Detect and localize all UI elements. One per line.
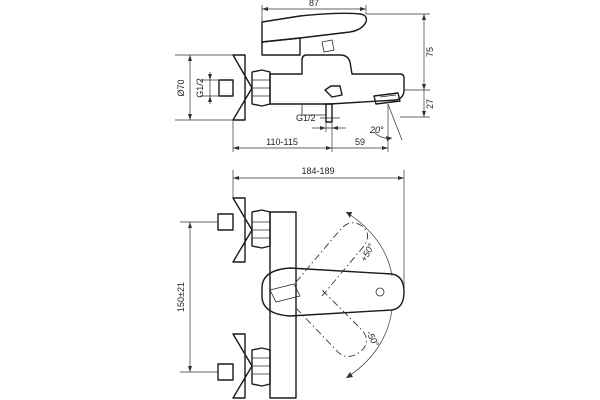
rotation-arc-up [345,211,393,277]
side-diverter-knob [324,85,343,98]
dim-rotate-up-label: +50° [359,242,377,264]
dim-thread-bottom-label: G1/2 [296,113,316,123]
side-lever-handle [261,12,368,43]
side-view: 87 75 27 Ø70 G1/2 G1/2 [175,0,435,152]
dim-spout-angle-label: 20° [369,125,384,135]
dim-87-label: 87 [309,0,319,8]
dim-center-distance-label: 150±21 [176,282,186,312]
dim-spout-reach-label: 59 [355,137,365,147]
dim-27-label: 27 [425,99,435,109]
dim-diameter-label: Ø70 [176,79,186,96]
front-mixer-body [269,211,297,399]
dim-thread-left-label: G1/2 [195,78,205,98]
dim-75-label: 75 [425,47,435,57]
dim-offset-label: 110-115 [266,137,298,147]
front-lower-hex-nut [251,347,271,387]
side-wall-flange [232,54,253,121]
rotation-arc-down [345,309,393,379]
side-inlet-shank [218,79,234,97]
front-lower-flange [232,333,253,399]
dim-overall-width-label: 184-189 [301,166,334,176]
front-upper-hex-nut [251,209,271,249]
side-spout-outlet [373,92,401,105]
front-lever-up-ghost [295,222,368,297]
front-lever-down-ghost [295,289,367,357]
front-upper-flange [232,197,253,263]
side-cartridge-cover [261,37,301,56]
front-lever-handle [261,267,405,317]
side-mixer-body [269,54,405,105]
front-view: 184-189 +50° -50° [176,166,405,399]
